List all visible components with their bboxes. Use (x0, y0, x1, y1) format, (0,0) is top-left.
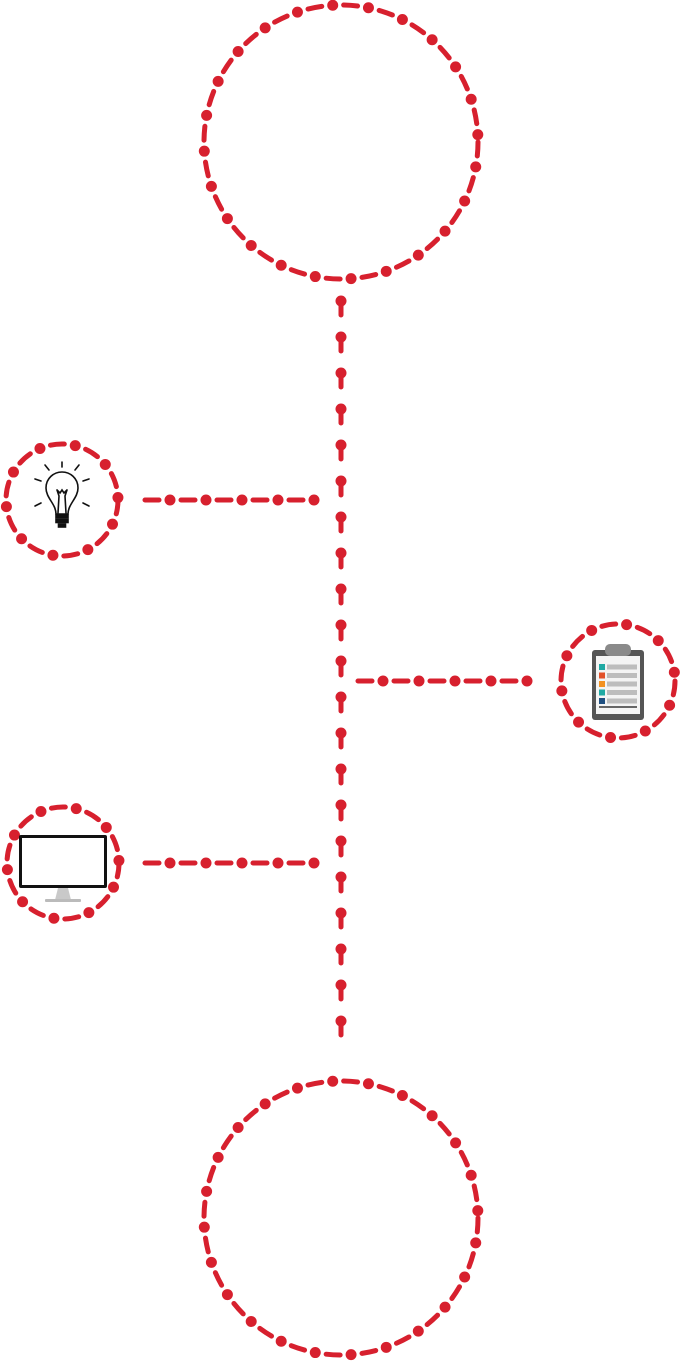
clipboard-row-marker (599, 698, 605, 704)
clipboard-row-marker (599, 672, 605, 679)
clipboard-row-line (607, 673, 637, 678)
clipboard-row-marker (599, 681, 605, 687)
clipboard-row-line (607, 681, 637, 687)
clipboard-icon (592, 644, 644, 720)
clipboard-row-line (607, 664, 637, 670)
top-circle (198, 0, 484, 285)
bottom-circle (198, 1075, 484, 1361)
monitor-icon (19, 835, 107, 902)
clipboard-row-line (607, 690, 637, 695)
clipboard-row-marker (599, 689, 605, 696)
computer-node-circle (1, 801, 125, 925)
lightbulb-icon (34, 461, 90, 528)
clipboard-row-marker (599, 664, 605, 670)
checklist-node-circle (555, 618, 680, 744)
clipboard-row-line (607, 698, 637, 704)
idea-node-circle (0, 438, 124, 562)
